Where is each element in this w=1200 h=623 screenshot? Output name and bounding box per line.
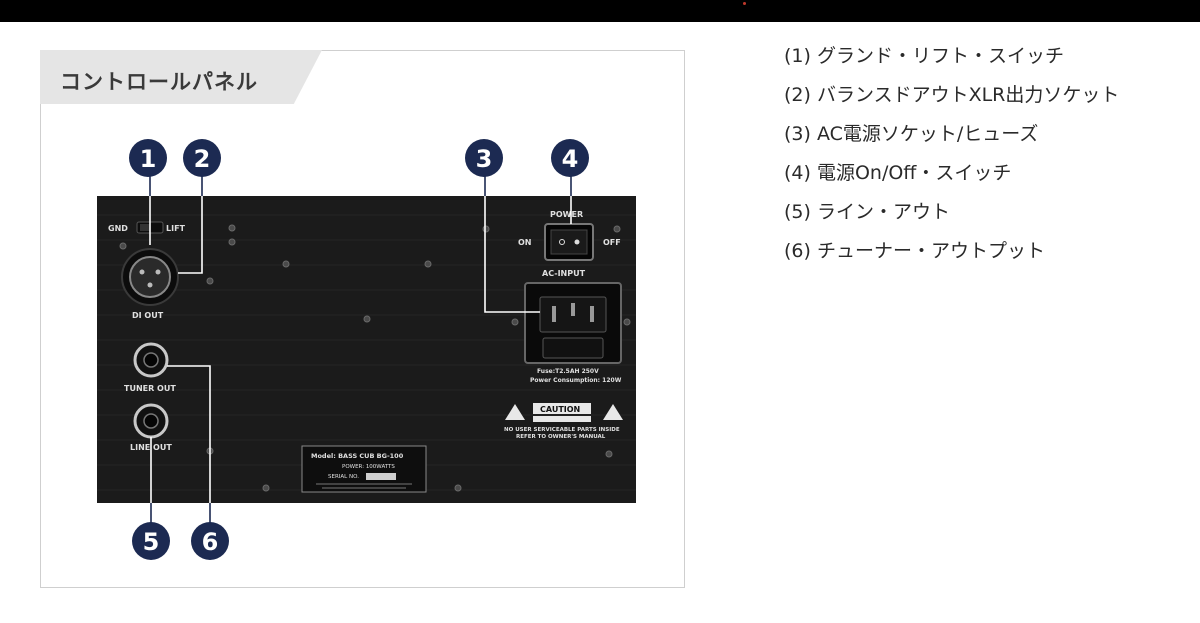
lift-label: LIFT <box>166 224 186 233</box>
tuner-out-label: TUNER OUT <box>124 384 176 393</box>
marker-2-label: 2 <box>194 145 211 173</box>
power-watts-label: POWER: 100WATTS <box>342 464 395 470</box>
power-consumption-label: Power Consumption: 120W <box>530 377 622 384</box>
component-legend: (1) グランド・リフト・スイッチ (2) バランスドアウトXLR出力ソケット … <box>784 42 1119 276</box>
marker-1: 1 <box>129 139 167 177</box>
iec-pin-left <box>552 306 556 322</box>
legend-item-6: (6) チューナー・アウトプット <box>784 237 1119 276</box>
marker-5-label: 5 <box>143 528 160 556</box>
iec-pin-right <box>590 306 594 322</box>
xlr-pin-2 <box>156 270 161 275</box>
ground-lift-switch-toggle <box>140 224 150 231</box>
power-switch-rocker <box>551 230 587 254</box>
marker-6-label: 6 <box>202 528 219 556</box>
legend-item-3: (3) AC電源ソケット/ヒューズ <box>784 120 1119 159</box>
serial-sticker <box>366 473 396 480</box>
xlr-pin-3 <box>148 283 153 288</box>
marker-3: 3 <box>465 139 503 177</box>
fuse-label: Fuse:T2.5AH 250V <box>537 368 599 375</box>
power-label: POWER <box>550 210 583 219</box>
legend-item-5: (5) ライン・アウト <box>784 198 1119 237</box>
marker-3-label: 3 <box>476 145 493 173</box>
xlr-socket-ring <box>130 257 170 297</box>
off-label: OFF <box>603 238 621 247</box>
legend-item-2: (2) バランスドアウトXLR出力ソケット <box>784 81 1119 120</box>
ac-input-label: AC-INPUT <box>542 269 586 278</box>
marker-2: 2 <box>183 139 221 177</box>
marker-4-label: 4 <box>562 145 579 173</box>
model-label: Model: BASS CUB BG-100 <box>311 452 404 460</box>
legend-item-4: (4) 電源On/Off・スイッチ <box>784 159 1119 198</box>
iec-pin-earth <box>571 303 575 316</box>
gnd-label: GND <box>108 224 128 233</box>
serial-label: SERIAL NO. <box>328 474 359 480</box>
refer-manual-label: REFER TO OWNER'S MANUAL <box>516 434 606 440</box>
marker-6: 6 <box>191 522 229 560</box>
marker-1-label: 1 <box>140 145 157 173</box>
legend-item-1: (1) グランド・リフト・スイッチ <box>784 42 1119 81</box>
marker-5: 5 <box>132 522 170 560</box>
caution-subtext-box <box>533 416 591 422</box>
xlr-pin-1 <box>140 270 145 275</box>
marker-4: 4 <box>551 139 589 177</box>
on-label: ON <box>518 238 532 247</box>
tuner-out-jack-hole <box>144 353 158 367</box>
di-out-label: DI OUT <box>132 311 164 320</box>
fuse-drawer <box>543 338 603 358</box>
no-user-service-label: NO USER SERVICEABLE PARTS INSIDE <box>504 427 620 433</box>
line-out-jack-hole <box>144 414 158 428</box>
power-off-symbol <box>575 240 580 245</box>
caution-label: CAUTION <box>540 405 580 414</box>
